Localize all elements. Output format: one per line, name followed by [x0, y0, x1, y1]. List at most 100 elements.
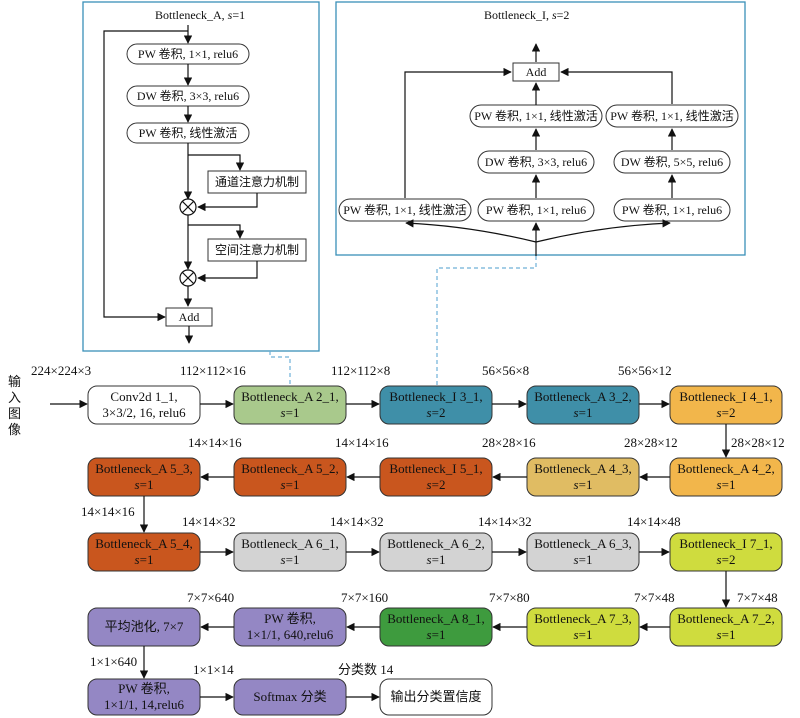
avg-pool-block: 平均池化, 7×7: [87, 607, 201, 647]
i-mid-dw-label: DW 卷积, 3×3, relu6: [485, 154, 587, 169]
channel-attention-label: 通道注意力机制: [215, 174, 299, 189]
svg-text:Bottleneck_I 3_1,: Bottleneck_I 3_1,: [389, 389, 482, 404]
svg-text:s=1: s=1: [135, 552, 154, 567]
i-left-pw-label: PW 卷积, 1×1, 线性激活: [343, 202, 467, 217]
svg-text:s=1: s=1: [717, 627, 736, 642]
bottleneck-a-4-2-block: Bottleneck_A 4_2, s=1: [669, 457, 783, 497]
svg-text:Conv2d 1_1,: Conv2d 1_1,: [110, 389, 177, 404]
multiply-icon: [179, 198, 197, 216]
size-label: 28×28×12: [731, 435, 785, 450]
svg-text:Bottleneck_A 7_3,: Bottleneck_A 7_3,: [534, 611, 632, 626]
bottleneck-i-5-1-block: Bottleneck_I 5_1, s=2: [379, 457, 493, 497]
bottleneck-a-4-3-block: Bottleneck_A 4_3, s=1: [526, 457, 640, 497]
svg-text:PW 卷积,: PW 卷积,: [118, 681, 170, 696]
size-label: 14×14×16: [81, 504, 135, 519]
svg-text:图: 图: [8, 406, 21, 421]
svg-text:Bottleneck_A 6_2,: Bottleneck_A 6_2,: [387, 536, 485, 551]
svg-text:s=2: s=2: [427, 405, 446, 420]
size-label: 分类数 14: [338, 662, 394, 677]
svg-text:Bottleneck_A 7_2,: Bottleneck_A 7_2,: [677, 611, 775, 626]
size-label: 14×14×32: [182, 514, 236, 529]
input-image-label: 输 入 图 像: [8, 374, 21, 437]
svg-text:输: 输: [8, 374, 21, 389]
svg-text:s=1: s=1: [281, 405, 300, 420]
svg-text:Bottleneck_A 5_2,: Bottleneck_A 5_2,: [241, 461, 339, 476]
size-label: 7×7×48: [737, 590, 778, 605]
bottleneck-i-panel: Bottleneck_I, s=2 Add PW 卷积, 1×1, 线性激活 P…: [335, 1, 746, 256]
bottleneck-a-7-3-block: Bottleneck_A 7_3, s=1: [526, 607, 640, 647]
bottleneck-a-title: Bottleneck_A, s=1: [155, 8, 245, 22]
bottleneck-a-8-1-block: Bottleneck_A 8_1, s=1: [379, 607, 493, 647]
a-pw1-label: PW 卷积, 1×1, relu6: [138, 46, 238, 61]
size-label: 14×14×32: [330, 514, 384, 529]
i-right-pw-bottom-node: [613, 198, 731, 222]
size-label: 224×224×3: [31, 363, 91, 378]
a-dw-label: DW 卷积, 3×3, relu6: [137, 88, 239, 103]
svg-text:s=1: s=1: [574, 477, 593, 492]
bottleneck-a-5-4-block: Bottleneck_A 5_4, s=1: [87, 532, 201, 572]
svg-text:输出分类置信度: 输出分类置信度: [390, 689, 481, 704]
size-label: 14×14×16: [188, 435, 242, 450]
svg-text:s=1: s=1: [135, 477, 154, 492]
svg-text:s=1: s=1: [574, 405, 593, 420]
pw-conv-14-block: PW 卷积, 1×1/1, 14,relu6: [87, 678, 201, 716]
bottleneck-i-7-1-block: Bottleneck_I 7_1, s=2: [669, 532, 783, 572]
size-label: 112×112×8: [331, 363, 390, 378]
bottleneck-a-7-2-block: Bottleneck_A 7_2, s=1: [669, 607, 783, 647]
svg-text:Bottleneck_A 8_1,: Bottleneck_A 8_1,: [387, 611, 485, 626]
bottleneck-a-panel-border: [82, 1, 320, 352]
svg-text:3×3/2, 16, relu6: 3×3/2, 16, relu6: [102, 405, 186, 420]
svg-text:s=1: s=1: [427, 627, 446, 642]
i-add-node: [512, 62, 560, 82]
a-pw2-label: PW 卷积, 线性激活: [139, 125, 238, 140]
bottleneck-a-5-3-block: Bottleneck_A 5_3, s=1: [87, 457, 201, 497]
size-label: 28×28×16: [482, 435, 536, 450]
svg-text:s=1: s=1: [717, 477, 736, 492]
i-left-pw-node: [338, 198, 472, 222]
svg-text:Bottleneck_A 6_1,: Bottleneck_A 6_1,: [241, 536, 339, 551]
size-label: 14×14×16: [335, 435, 389, 450]
size-label: 7×7×160: [341, 590, 388, 605]
svg-text:1×1/1, 14,relu6: 1×1/1, 14,relu6: [104, 697, 184, 712]
bottleneck-a-2-1-block: Bottleneck_A 2_1, s=1: [233, 385, 347, 425]
svg-text:Softmax 分类: Softmax 分类: [253, 689, 326, 704]
bottleneck-a-6-2-block: Bottleneck_A 6_2, s=1: [379, 532, 493, 572]
size-label: 14×14×32: [478, 514, 532, 529]
bottleneck-a-3-2-block: Bottleneck_A 3_2, s=1: [526, 385, 640, 425]
bottleneck-i-panel-border: [335, 1, 746, 256]
i-mid-pw-top-label: PW 卷积, 1×1, 线性激活: [474, 108, 598, 123]
i-mid-pw-bottom-node: [477, 198, 595, 222]
bottleneck-a-6-3-block: Bottleneck_A 6_3, s=1: [526, 532, 640, 572]
i-mid-dw-node: [477, 150, 595, 174]
i-right-dw-label: DW 卷积, 5×5, relu6: [621, 154, 723, 169]
svg-text:入: 入: [8, 390, 21, 405]
svg-text:s=1: s=1: [574, 627, 593, 642]
svg-text:s=1: s=1: [574, 552, 593, 567]
bottleneck-i-title: Bottleneck_I, s=2: [484, 8, 569, 22]
i-right-pw-top-label: PW 卷积, 1×1, 线性激活: [610, 108, 734, 123]
svg-text:s=1: s=1: [281, 552, 300, 567]
svg-text:Bottleneck_A 4_2,: Bottleneck_A 4_2,: [677, 461, 775, 476]
size-label: 1×1×14: [193, 662, 234, 677]
svg-text:像: 像: [8, 422, 21, 437]
svg-text:Bottleneck_A 5_3,: Bottleneck_A 5_3,: [95, 461, 193, 476]
svg-text:Bottleneck_A 5_4,: Bottleneck_A 5_4,: [95, 536, 193, 551]
spatial-attention-label: 空间注意力机制: [215, 242, 299, 257]
svg-text:1×1/1, 640,relu6: 1×1/1, 640,relu6: [247, 627, 334, 642]
size-label: 7×7×640: [187, 590, 234, 605]
svg-text:s=1: s=1: [427, 552, 446, 567]
bottleneck-a-6-1-block: Bottleneck_A 6_1, s=1: [233, 532, 347, 572]
size-label: 14×14×48: [627, 514, 681, 529]
svg-text:Bottleneck_I 7_1,: Bottleneck_I 7_1,: [679, 536, 772, 551]
svg-text:Bottleneck_A 6_3,: Bottleneck_A 6_3,: [534, 536, 632, 551]
size-label: 1×1×640: [90, 654, 137, 669]
multiply-icon: [179, 269, 197, 287]
svg-text:平均池化, 7×7: 平均池化, 7×7: [105, 619, 184, 634]
bottleneck-a-panel: Bottleneck_A, s=1 PW 卷积, 1×1, relu6 DW 卷…: [82, 1, 320, 352]
svg-text:s=1: s=1: [281, 477, 300, 492]
softmax-block: Softmax 分类: [233, 678, 347, 716]
output-confidence-block: 输出分类置信度: [379, 678, 493, 716]
svg-text:s=2: s=2: [717, 552, 736, 567]
size-label: 7×7×48: [634, 590, 675, 605]
